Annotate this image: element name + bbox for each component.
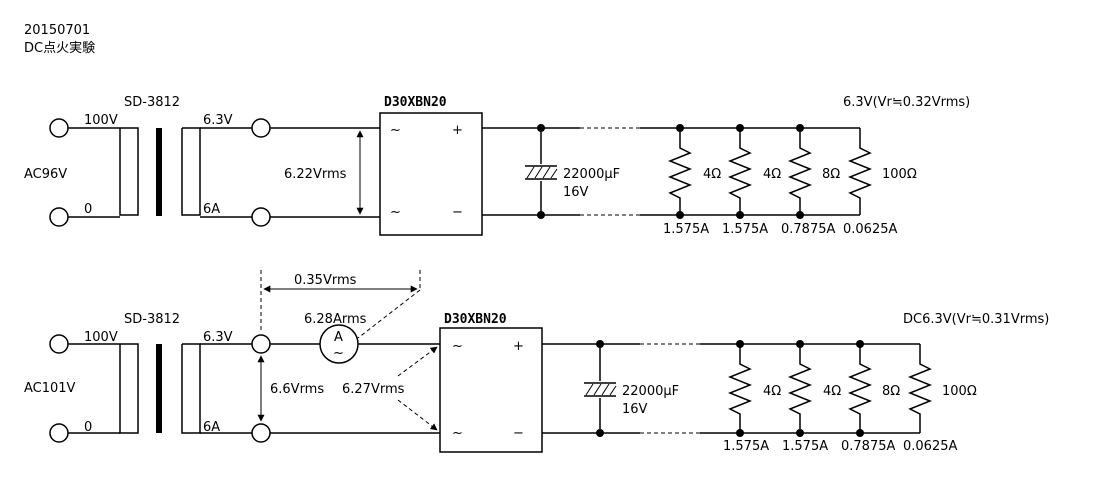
load-3-current: 0.7875A bbox=[781, 222, 835, 237]
date-label: 20150701 bbox=[24, 23, 90, 38]
source-label: AC101V bbox=[24, 381, 76, 396]
primary-bottom-label: 0 bbox=[84, 420, 92, 435]
secondary-top-label: 6.3V bbox=[203, 330, 233, 345]
rectifier-ac-bottom: ~ bbox=[452, 426, 463, 441]
output-label: DC6.3V(Vr≒0.31Vrms) bbox=[903, 312, 1049, 327]
rectifier-ac-top: ~ bbox=[390, 123, 401, 138]
rectifier-minus: − bbox=[452, 205, 463, 220]
source-label: AC96V bbox=[24, 167, 67, 182]
load-1-resistance: 4Ω bbox=[703, 167, 721, 182]
capacitor-voltage-label: 16V bbox=[563, 185, 589, 200]
load-3-resistance: 8Ω bbox=[822, 167, 840, 182]
ammeter-reading: 6.28Arms bbox=[304, 312, 367, 327]
capacitor-voltage-label: 16V bbox=[622, 402, 648, 417]
transformer-core bbox=[156, 344, 162, 433]
load-2-resistance: 4Ω bbox=[763, 167, 781, 182]
primary-winding bbox=[68, 343, 139, 434]
secondary-top-label: 6.3V bbox=[203, 113, 233, 128]
capacitor-symbol bbox=[584, 382, 617, 397]
rectifier-box bbox=[379, 112, 483, 236]
secondary-bottom-label: 6A bbox=[203, 420, 220, 435]
rectifier-ac-bottom: ~ bbox=[390, 205, 401, 220]
secondary-terminal-top bbox=[251, 334, 271, 354]
output-label: 6.3V(Vr≒0.32Vrms) bbox=[843, 95, 970, 110]
drop-measure-label: 0.35Vrms bbox=[294, 273, 357, 288]
rectifier-input-voltage-label: 6.27Vrms bbox=[342, 382, 405, 397]
rectifier-ac-top: ~ bbox=[452, 339, 463, 354]
secondary-winding bbox=[181, 343, 201, 434]
secondary-winding bbox=[181, 127, 201, 216]
load-1-current: 1.575A bbox=[723, 439, 769, 454]
rectifier-box bbox=[439, 327, 543, 453]
secondary-bottom-label: 6A bbox=[203, 202, 220, 217]
ammeter-symbol: A bbox=[334, 330, 343, 345]
load-4-current: 0.0625A bbox=[843, 222, 897, 237]
primary-winding bbox=[68, 127, 139, 216]
load-resistor-4 bbox=[847, 128, 873, 215]
load-resistor-3 bbox=[787, 124, 813, 219]
load-4-current: 0.0625A bbox=[903, 439, 957, 454]
primary-top-label: 100V bbox=[84, 330, 118, 345]
primary-terminal-bottom bbox=[49, 207, 69, 227]
transformer-label: SD-3812 bbox=[124, 95, 180, 110]
load-resistor-1 bbox=[667, 124, 693, 219]
capacitor-symbol bbox=[525, 165, 558, 180]
secondary-voltage-label: 6.6Vrms bbox=[270, 382, 324, 397]
bottom-circuit: 100V 0 AC101V SD-3812 6.3V 6A A ~ 6.28Ar… bbox=[24, 270, 1049, 454]
voltage-measure-label: 6.22Vrms bbox=[284, 167, 347, 182]
rectifier-minus: − bbox=[513, 426, 524, 441]
load-3-current: 0.7875A bbox=[841, 439, 895, 454]
secondary-terminal-top bbox=[251, 118, 271, 138]
primary-terminal-top bbox=[49, 334, 69, 354]
transformer-core bbox=[156, 128, 162, 216]
rectifier-plus: + bbox=[513, 339, 524, 354]
primary-terminal-bottom bbox=[49, 423, 69, 443]
rectifier-label: D30XBN20 bbox=[444, 312, 507, 327]
load-2-current: 1.575A bbox=[782, 439, 828, 454]
load-2-resistance: 4Ω bbox=[823, 384, 841, 399]
load-4-resistance: 100Ω bbox=[882, 167, 917, 182]
transformer-label: SD-3812 bbox=[124, 312, 180, 327]
top-circuit: 100V 0 AC96V SD-3812 6.3V 6A 6.22Vrms D3… bbox=[24, 95, 970, 237]
ammeter-ac: ~ bbox=[333, 346, 344, 361]
rectifier-label: D30XBN20 bbox=[384, 95, 447, 110]
load-resistor-2 bbox=[727, 124, 753, 219]
load-4-resistance: 100Ω bbox=[942, 384, 977, 399]
capacitor-value-label: 22000μF bbox=[563, 167, 620, 182]
secondary-terminal-bottom bbox=[251, 207, 271, 227]
capacitor-value-label: 22000μF bbox=[622, 384, 679, 399]
primary-terminal-top bbox=[49, 118, 69, 138]
load-2-current: 1.575A bbox=[722, 222, 768, 237]
load-resistor-1 bbox=[727, 340, 753, 437]
load-resistor-2 bbox=[787, 340, 813, 437]
load-resistor-4 bbox=[907, 344, 933, 433]
primary-bottom-label: 0 bbox=[84, 202, 92, 217]
secondary-terminal-bottom bbox=[251, 423, 271, 443]
load-resistor-3 bbox=[847, 340, 873, 437]
primary-top-label: 100V bbox=[84, 113, 118, 128]
load-1-resistance: 4Ω bbox=[763, 384, 781, 399]
rectifier-plus: + bbox=[452, 123, 463, 138]
page-title: DC点火実験 bbox=[24, 40, 95, 56]
load-3-resistance: 8Ω bbox=[882, 384, 900, 399]
load-1-current: 1.575A bbox=[663, 222, 709, 237]
